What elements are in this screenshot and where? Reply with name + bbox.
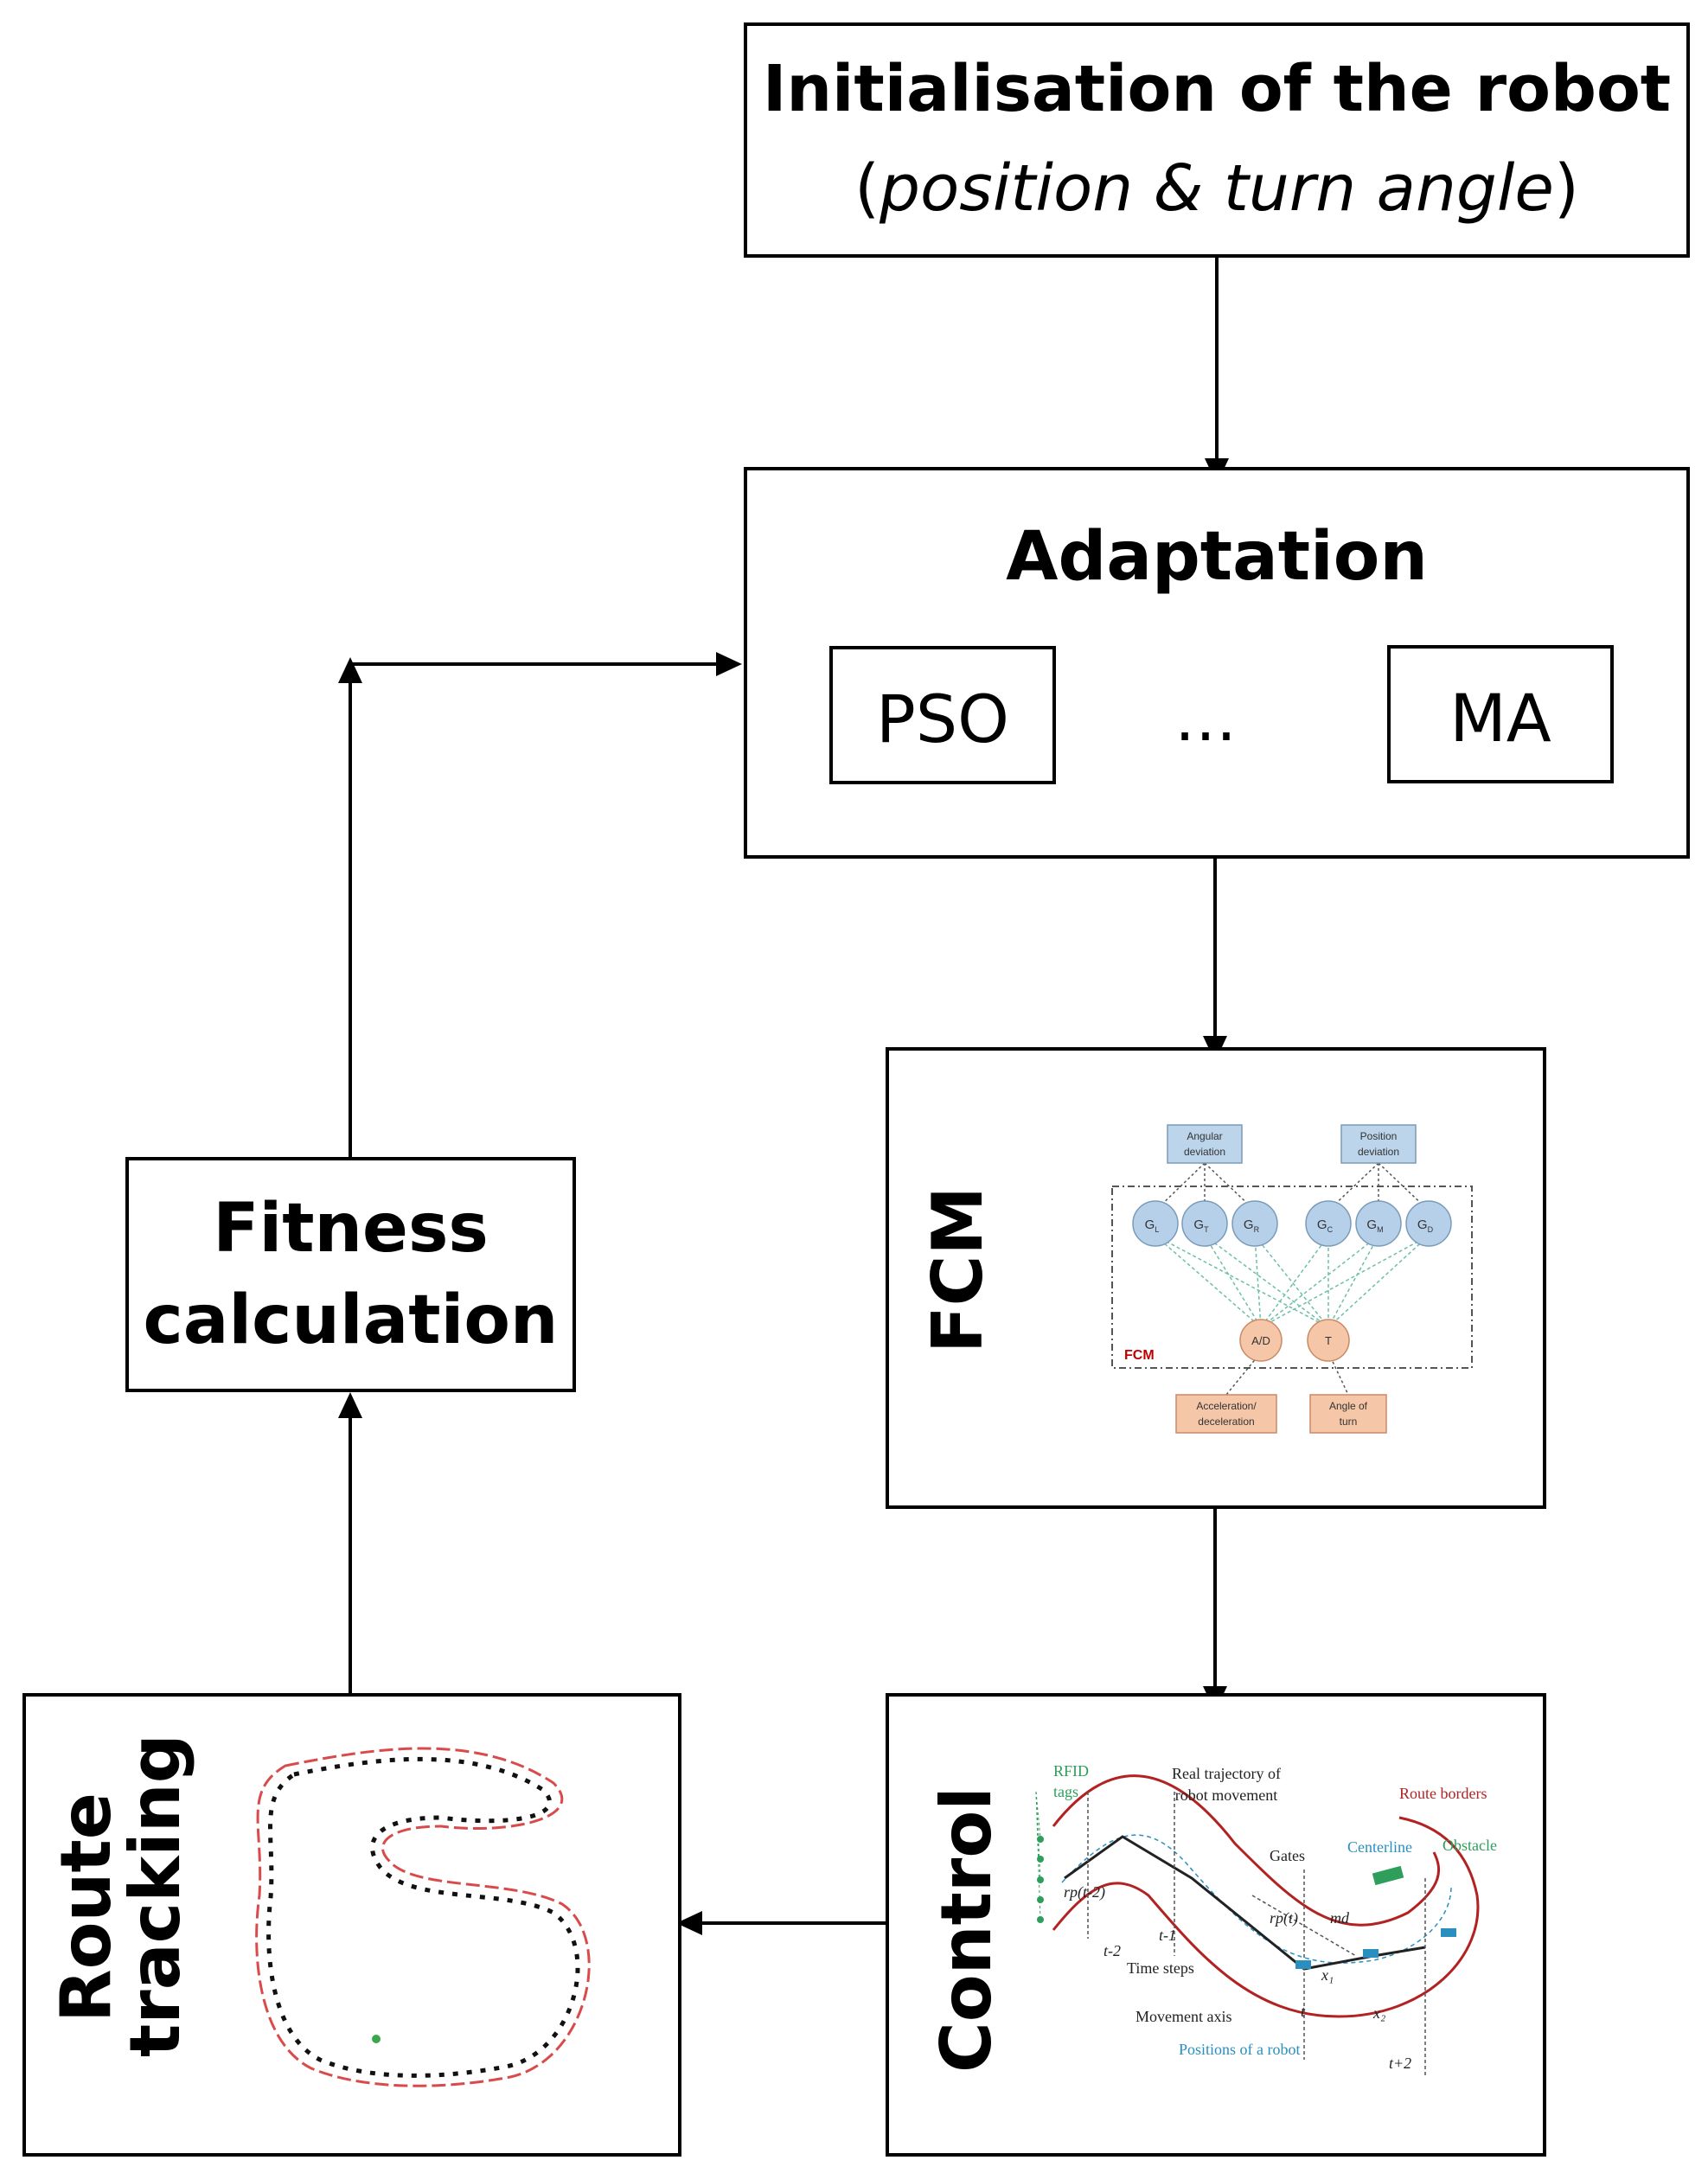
arrowhead: [716, 652, 742, 676]
ann-md: md: [1330, 1909, 1350, 1927]
adaptation-title: Adaptation: [1006, 518, 1428, 596]
svg-text:Angle of: Angle of: [1329, 1400, 1368, 1412]
route-border-bottom: [1052, 1816, 1480, 2018]
ann-x1: x₁: [1321, 1966, 1334, 1984]
ann-rp-t2: rp(t-2): [1064, 1883, 1105, 1901]
ann-time-steps: Time steps: [1127, 1959, 1194, 1977]
ann-t-2: t-2: [1103, 1942, 1121, 1959]
pso-box: PSO: [829, 646, 1056, 784]
output-node-ad: [1239, 1319, 1283, 1362]
fitness-box: Fitness calculation: [125, 1157, 576, 1392]
svg-text:deviation: deviation: [1358, 1146, 1399, 1158]
fcm-node-l: [1132, 1200, 1179, 1247]
route-border-top: [1052, 1774, 1440, 1927]
arrowhead: [338, 1392, 362, 1418]
arrowhead: [676, 1911, 702, 1935]
fitness-line1: Fitness: [213, 1190, 489, 1268]
fcm-box: FCM Angular deviation Position deviation…: [886, 1047, 1546, 1509]
svg-text:tags: tags: [1053, 1783, 1078, 1800]
svg-text:robot movement: robot movement: [1175, 1786, 1277, 1804]
output-box-turn: [1309, 1394, 1387, 1434]
output-box-accel: [1175, 1394, 1277, 1434]
svg-text:Acceleration/: Acceleration/: [1196, 1400, 1257, 1412]
init-box: Initialisation of the robot (position & …: [744, 22, 1690, 258]
pso-label: PSO: [876, 681, 1009, 757]
fcm-frame: [1111, 1186, 1473, 1369]
fitness-line2: calculation: [143, 1281, 559, 1359]
ann-obstacle: Obstacle: [1443, 1837, 1497, 1854]
fcm-node-c: [1305, 1200, 1352, 1247]
open-paren: (: [854, 151, 880, 226]
start-marker: [372, 2035, 381, 2043]
control-diagram: RFID tags Real trajectory of robot movem…: [1035, 1762, 1497, 2077]
svg-text:deviation: deviation: [1184, 1146, 1225, 1158]
route-track: [255, 1747, 591, 2087]
arrowhead: [338, 657, 362, 683]
ann-gates: Gates: [1270, 1847, 1305, 1864]
ann-x2: x₂: [1372, 2004, 1385, 2022]
ann-movement-axis: Movement axis: [1135, 2008, 1231, 2025]
fcm-node-m: [1355, 1200, 1402, 1247]
ann-t-1: t-1: [1159, 1927, 1176, 1944]
init-subtitle-line: (position & turn angle): [747, 151, 1686, 226]
output-node-t: [1307, 1319, 1350, 1362]
ann-rfid: RFID: [1053, 1762, 1089, 1780]
input-label-position: Position: [1360, 1130, 1398, 1142]
close-paren: ): [1553, 151, 1579, 226]
init-subtitle: position & turn angle: [880, 151, 1554, 226]
output-node-ad-label: A/D: [1251, 1334, 1270, 1347]
ann-t-plus-2: t+2: [1389, 2055, 1411, 2072]
input-box-angular: [1167, 1124, 1243, 1164]
output-links: [1155, 1235, 1430, 1328]
fcm-inner-label: FCM: [1124, 1348, 1155, 1363]
ellipsis: …: [1174, 682, 1237, 755]
input-label-angular: Angular: [1187, 1130, 1222, 1142]
ann-route-borders: Route borders: [1399, 1785, 1487, 1802]
svg-text:turn: turn: [1340, 1416, 1358, 1428]
fcm-node-d: [1405, 1200, 1452, 1247]
arrow-fitness-to-adaptation: [349, 662, 725, 1157]
output-node-t-label: T: [1325, 1334, 1332, 1347]
init-title: Initialisation of the robot: [762, 52, 1672, 126]
ma-label: MA: [1449, 680, 1551, 757]
ma-box: MA: [1387, 645, 1614, 783]
ann-rp-t: rp(t): [1270, 1909, 1298, 1927]
real-trajectory: [1064, 1835, 1426, 1971]
obstacle-shape: [1372, 1865, 1404, 1886]
ann-centerline: Centerline: [1347, 1838, 1412, 1856]
svg-text:deceleration: deceleration: [1198, 1416, 1254, 1428]
ann-t: t: [1301, 2003, 1306, 2020]
adaptation-box: Adaptation PSO … MA: [744, 467, 1690, 859]
control-box: Control RFID tags Real trajectory of ro: [886, 1693, 1546, 2157]
route-box: Route tracking: [22, 1693, 681, 2157]
ann-positions: Positions of a robot: [1179, 2041, 1301, 2058]
input-box-position: [1340, 1124, 1417, 1164]
fcm-node-t: [1181, 1200, 1228, 1247]
ann-real-traj: Real trajectory of: [1172, 1765, 1281, 1782]
fcm-node-r: [1231, 1200, 1278, 1247]
